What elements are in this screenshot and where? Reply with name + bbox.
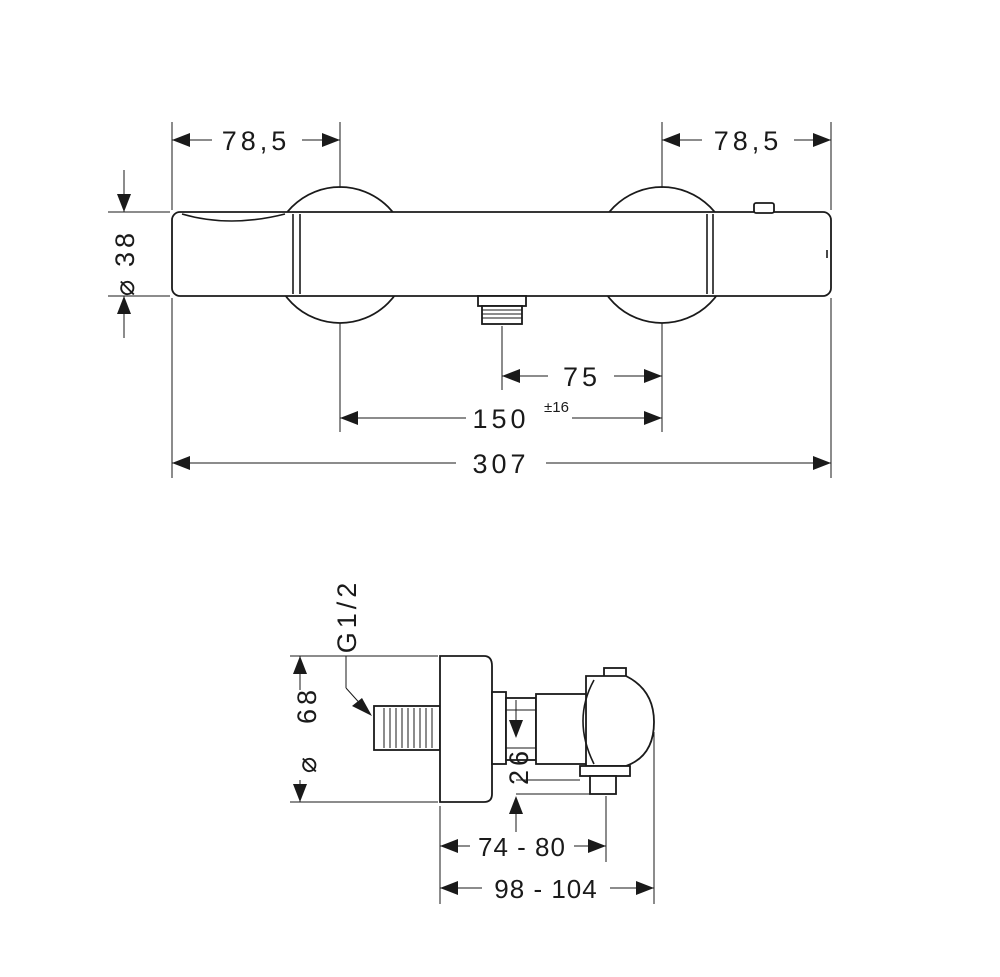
mixer-body bbox=[171, 211, 832, 297]
dim-rosette-diameter-label: 68 bbox=[292, 686, 322, 724]
side-body bbox=[535, 667, 655, 795]
dim-outlet-to-inlet: 75 bbox=[502, 362, 662, 392]
dim-left-offset-label: 78,5 bbox=[222, 126, 291, 156]
dim-body-diameter-symbol: ⌀ bbox=[110, 276, 140, 296]
dim-left-offset: 78,5 bbox=[172, 126, 340, 156]
dim-projection-outlet: 74 - 80 bbox=[440, 832, 606, 862]
dim-thread-label: G1/2 bbox=[332, 579, 362, 654]
dim-inlet-spacing-tolerance: ±16 bbox=[544, 399, 569, 416]
dim-inlet-spacing: 150 ±16 bbox=[340, 399, 662, 434]
dim-projection-outlet-label: 74 - 80 bbox=[478, 832, 566, 862]
dim-right-offset-label: 78,5 bbox=[714, 126, 783, 156]
dim-outlet-to-inlet-label: 75 bbox=[563, 362, 601, 392]
side-extension-lines bbox=[290, 655, 655, 904]
dim-body-diameter: ⌀ 38 bbox=[110, 170, 140, 338]
outlet-connector bbox=[477, 295, 527, 325]
dim-overall-length-label: 307 bbox=[472, 449, 529, 479]
extension-lines bbox=[108, 122, 832, 478]
dim-projection-total: 98 - 104 bbox=[440, 874, 654, 904]
dim-outlet-height: 26 bbox=[504, 700, 534, 832]
side-rosette bbox=[439, 655, 493, 803]
safety-button bbox=[753, 202, 775, 214]
dim-thread: G1/2 bbox=[332, 579, 372, 716]
dim-outlet-height-label: 26 bbox=[504, 747, 534, 785]
side-view: G1/2 ⌀ 68 26 bbox=[290, 579, 655, 904]
side-nut bbox=[491, 691, 537, 765]
dim-rosette-diameter-symbol: ⌀ bbox=[292, 753, 322, 773]
dim-right-offset: 78,5 bbox=[662, 126, 831, 156]
dim-inlet-spacing-label: 150 bbox=[472, 404, 529, 434]
dim-projection-total-label: 98 - 104 bbox=[494, 874, 597, 904]
threaded-inlet bbox=[373, 705, 441, 751]
dim-overall-length: 307 bbox=[172, 449, 831, 479]
dim-body-diameter-label: 38 bbox=[110, 229, 140, 267]
dim-rosette-diameter: ⌀ 68 bbox=[292, 656, 322, 802]
front-view: 78,5 78,5 ⌀ 38 75 bbox=[108, 122, 832, 479]
